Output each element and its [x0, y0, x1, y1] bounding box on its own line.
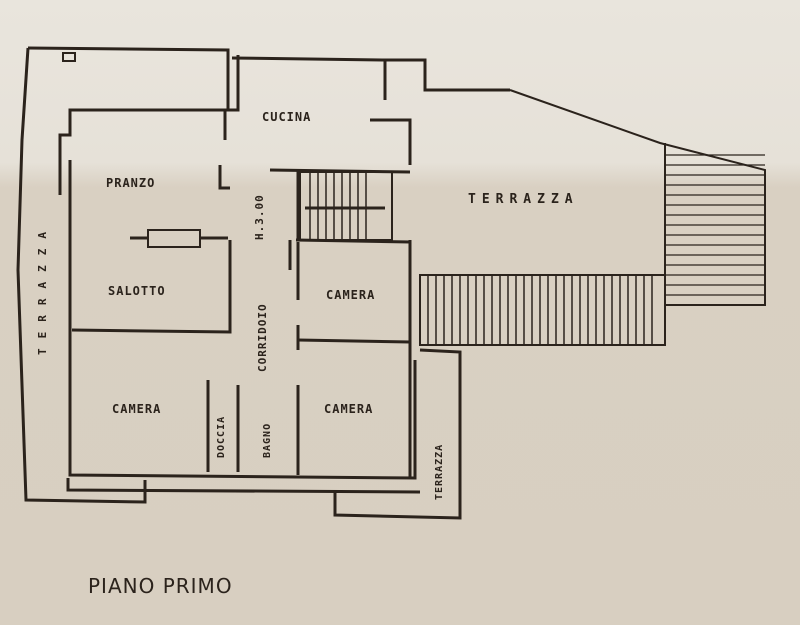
room-label-salotto: SALOTTO [108, 284, 166, 298]
room-label-doccia: DOCCIA [216, 415, 227, 458]
room-label-camera-west: CAMERA [112, 402, 162, 416]
room-label-cucina: CUCINA [262, 110, 312, 124]
room-label-terrazza-east: TERRAZZA [468, 192, 579, 207]
room-label-camera-east: CAMERA [324, 402, 374, 416]
room-label-bagno: BAGNO [262, 422, 273, 458]
room-label-terrazza-west: TERRAZZA [36, 222, 49, 355]
plan-title: PIANO PRIMO [88, 574, 233, 598]
room-label-terrazza-southeast: TERRAZZA [434, 443, 445, 500]
room-label-camera-north: CAMERA [326, 288, 376, 302]
room-label-corridoio: CORRIDOIO [256, 303, 269, 372]
height-note: H.3.00 [253, 194, 266, 240]
room-label-pranzo: PRANZO [106, 176, 156, 190]
